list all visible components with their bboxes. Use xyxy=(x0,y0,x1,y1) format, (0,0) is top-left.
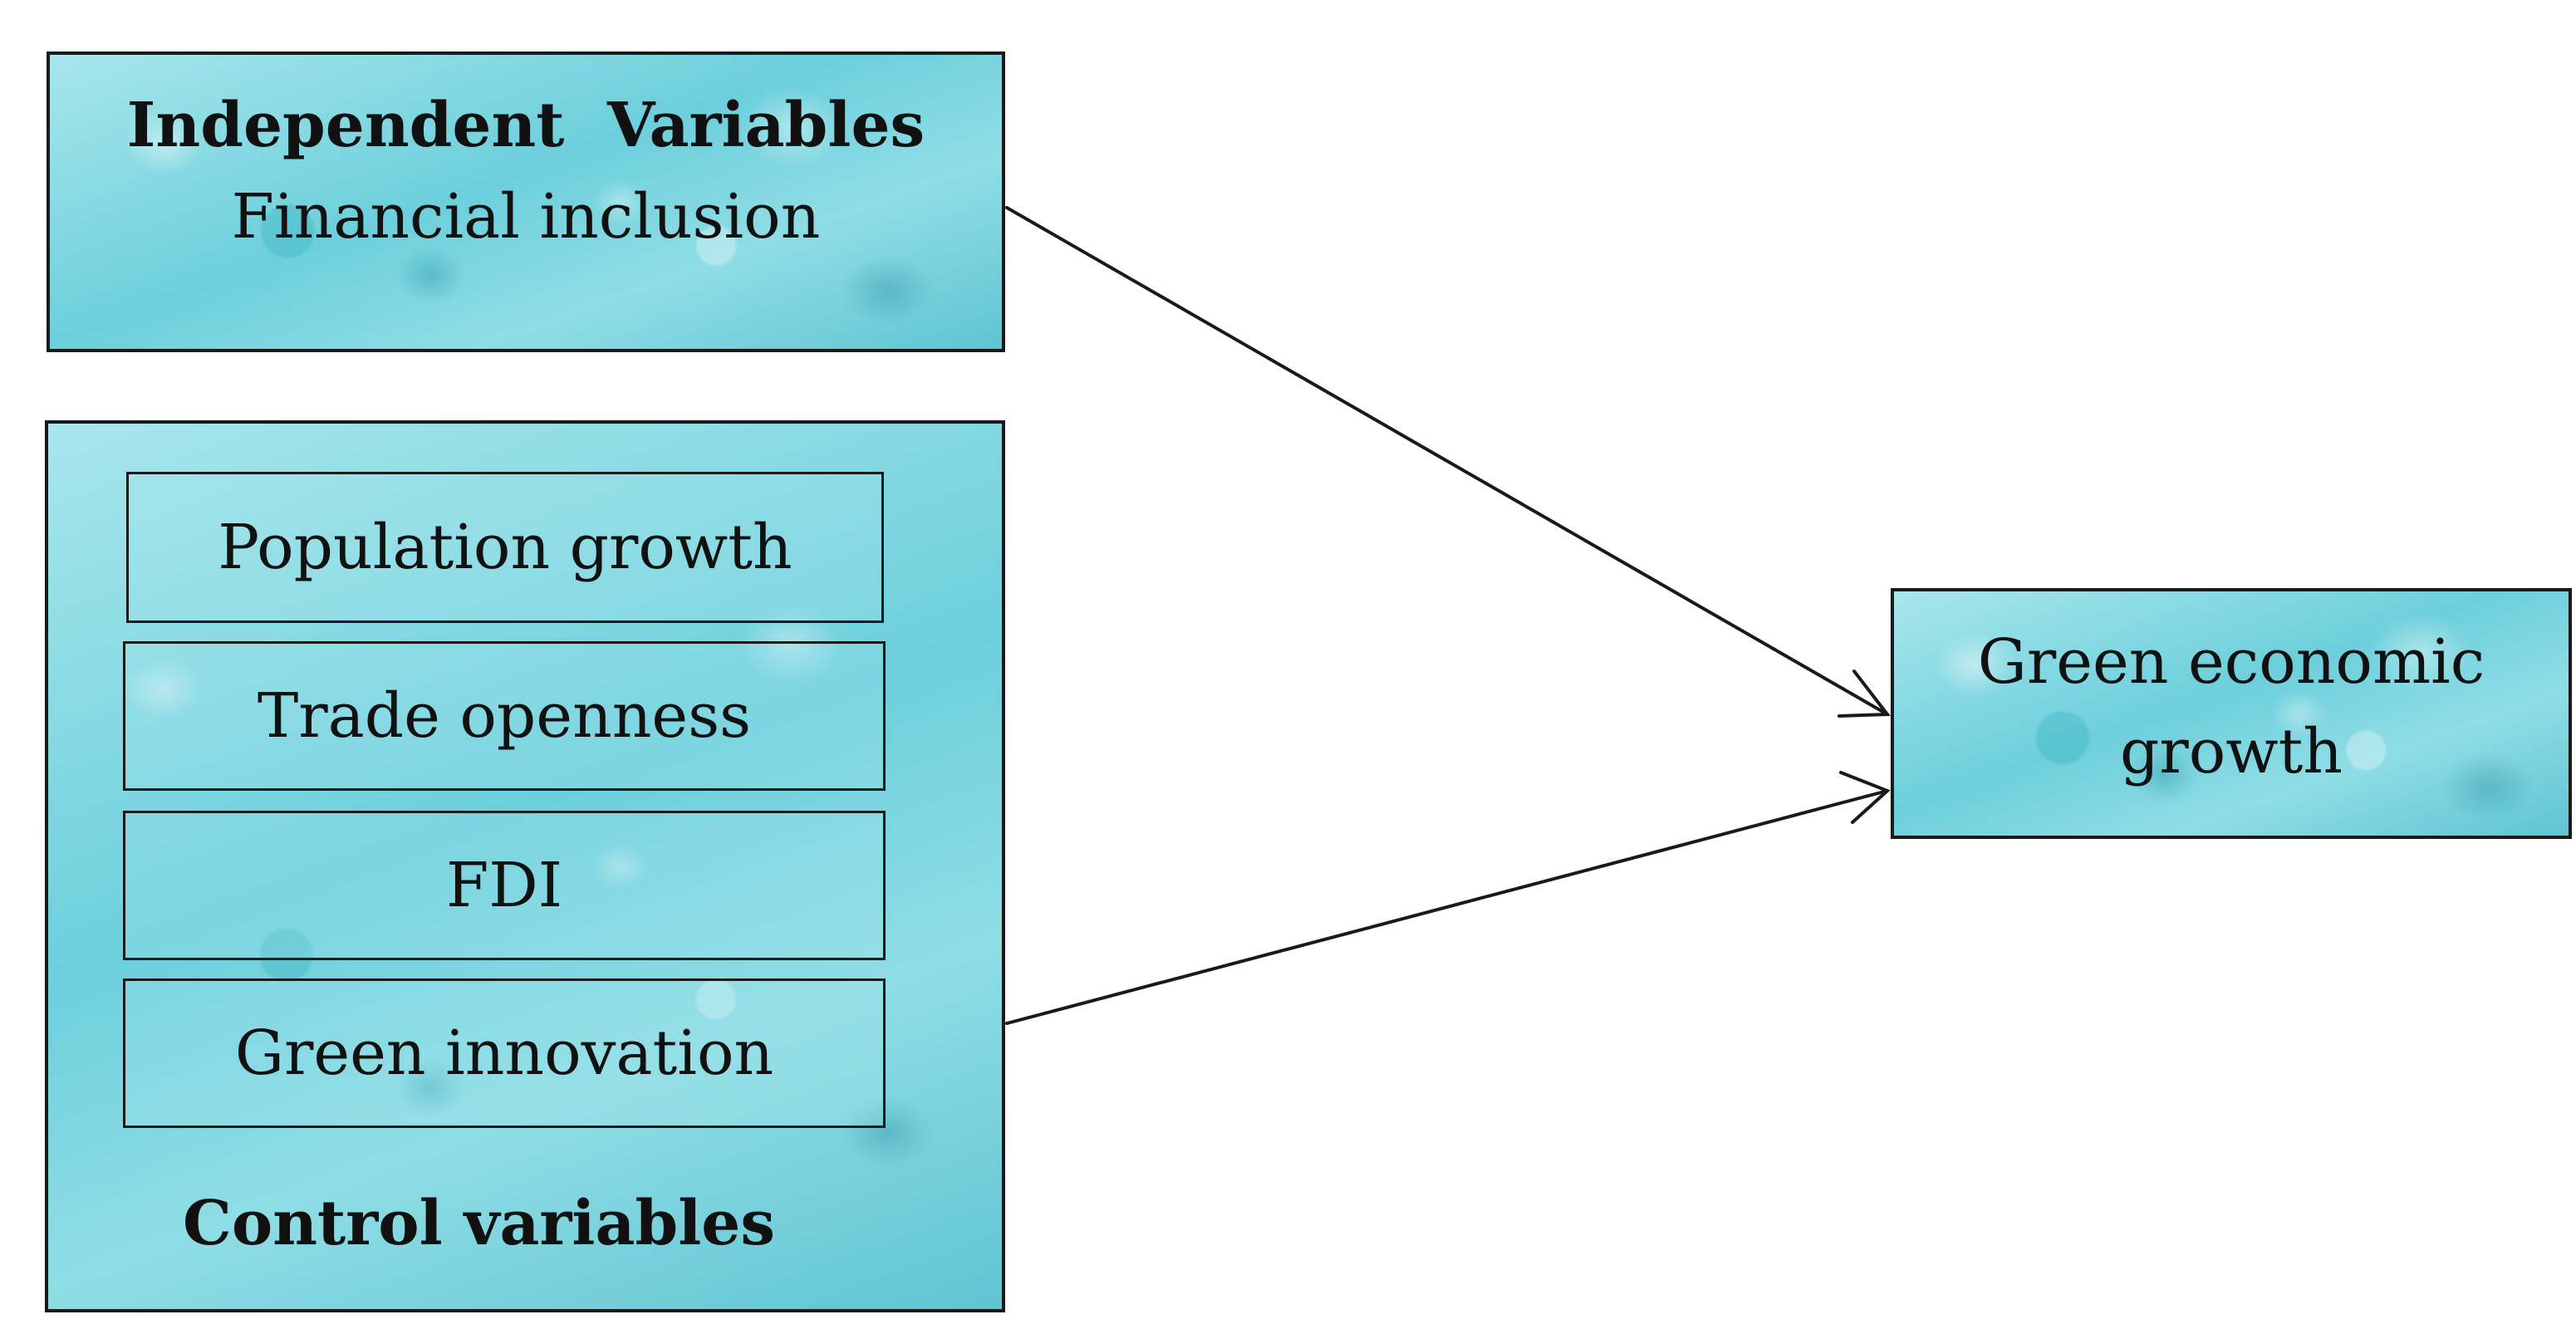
population-growth-label: Population growth xyxy=(218,512,792,583)
control-variables-heading: Control variables xyxy=(183,1188,776,1259)
arrow-controls-to-growth xyxy=(1005,789,1889,1025)
fdi-box: FDI xyxy=(123,811,886,960)
green-innovation-box: Green innovation xyxy=(123,978,886,1128)
financial-inclusion-label: Financial inclusion xyxy=(231,181,821,253)
control-variables-box: Population growth Trade openness FDI Gre… xyxy=(45,420,1005,1312)
trade-openness-box: Trade openness xyxy=(123,641,886,791)
trade-openness-label: Trade openness xyxy=(257,680,752,752)
population-growth-box: Population growth xyxy=(126,472,884,623)
outcome-label-line2: growth xyxy=(2119,716,2343,787)
independent-variables-heading: Independent Variables xyxy=(126,90,925,161)
fdi-label: FDI xyxy=(446,850,562,921)
green-economic-growth-box: Green economic growth xyxy=(1891,588,2572,839)
arrowhead-lower xyxy=(1839,771,1891,824)
green-innovation-label: Green innovation xyxy=(234,1018,774,1089)
arrow-financial-inclusion-to-growth xyxy=(1005,206,1889,716)
outcome-label-line1: Green economic xyxy=(1977,626,2485,698)
arrowhead-upper xyxy=(1838,669,1891,718)
independent-variables-box: Independent Variables Financial inclusio… xyxy=(47,51,1005,352)
